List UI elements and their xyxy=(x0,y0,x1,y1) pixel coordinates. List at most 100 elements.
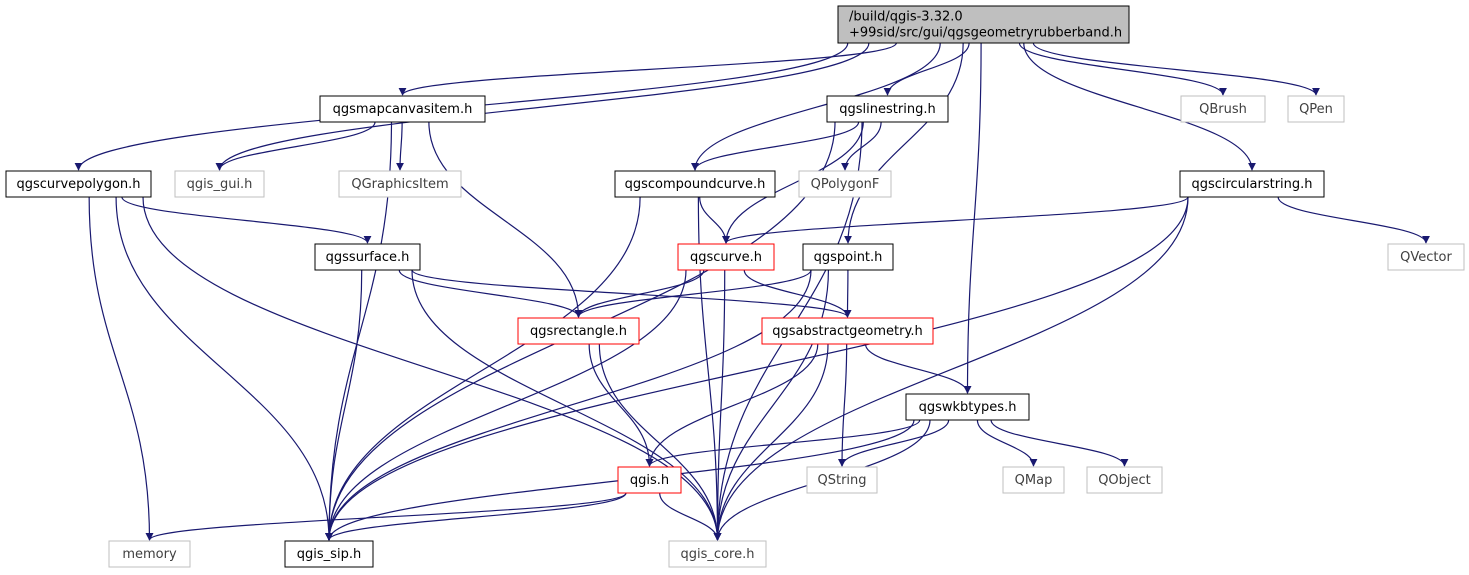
node-qstring: QString xyxy=(806,466,878,494)
edge-qgspoint-to-qgis_sip xyxy=(325,269,812,541)
node-layer: /build/qgis-3.32.0+99sid/src/gui/qgsgeom… xyxy=(5,5,1465,568)
node-label-qgsmapcanvasitem: qgsmapcanvasitem.h xyxy=(333,102,473,117)
edge-qgis-to-qgis_core xyxy=(659,492,722,541)
node-box-qgis_gui xyxy=(174,170,265,198)
edge-qgscurve-to-qgsrectangle xyxy=(574,269,705,318)
node-qgis_sip[interactable]: qgis_sip.h xyxy=(284,540,374,568)
node-box-qgsmapcanvasitem xyxy=(319,95,486,123)
node-qgssurface[interactable]: qgssurface.h xyxy=(314,243,421,271)
edge-qgslinestring-to-qpolygonf xyxy=(841,121,882,171)
edge-root-to-qgscompoundcurve xyxy=(691,42,941,171)
node-qgis_core: qgis_core.h xyxy=(668,540,767,568)
edge-qgspoint-to-qgis_core xyxy=(713,269,830,541)
edge-qgscurve-to-qgis_core xyxy=(713,269,726,541)
node-box-qgspoint xyxy=(802,243,894,271)
node-box-qgraphicsitem xyxy=(338,170,462,198)
node-box-qgscircularstring xyxy=(1179,170,1325,198)
node-root[interactable]: /build/qgis-3.32.0+99sid/src/gui/qgsgeom… xyxy=(837,5,1130,44)
node-qpen: QPen xyxy=(1287,95,1345,123)
node-box-qobject xyxy=(1086,466,1163,494)
edge-qgsrectangle-to-qgis_core xyxy=(598,343,722,541)
edge-qgsabstractgeometry-to-qgis_core xyxy=(713,343,829,541)
node-label-qgsrectangle: qgsrectangle.h xyxy=(530,324,627,339)
edge-qgscurvepolygon-to-qgis_sip xyxy=(115,196,333,541)
node-box-memory xyxy=(108,540,191,568)
node-box-qgscompoundcurve xyxy=(614,170,776,198)
node-qgis[interactable]: qgis.h xyxy=(617,466,682,494)
edge-root-to-qgswkbtypes xyxy=(963,42,982,394)
edge-qgscurvepolygon-to-memory xyxy=(88,196,154,541)
node-qgslinestring[interactable]: qgslinestring.h xyxy=(826,95,949,123)
node-qgscurvepolygon[interactable]: qgscurvepolygon.h xyxy=(5,170,152,198)
node-label-qgscurve: qgscurve.h xyxy=(690,250,762,265)
edge-root-to-qgscircularstring xyxy=(1023,42,1256,171)
edge-qgscurvepolygon-to-qgssurface xyxy=(121,196,372,244)
edge-qgswkbtypes-to-qstring xyxy=(838,419,950,467)
node-box-qstring xyxy=(806,466,878,494)
edge-qgscompoundcurve-to-qgis_sip xyxy=(325,196,641,541)
node-label-qgscircularstring: qgscircularstring.h xyxy=(1191,177,1312,192)
edge-qgswkbtypes-to-qobject xyxy=(990,419,1129,467)
edge-qgscircularstring-to-qgis_core xyxy=(713,196,1189,541)
node-label-qgspoint: qgspoint.h xyxy=(814,250,883,265)
node-box-root xyxy=(837,5,1130,44)
node-box-qgsrectangle xyxy=(517,317,640,345)
edge-qgis-to-qgis_sip xyxy=(325,492,627,541)
node-box-qgsabstractgeometry xyxy=(761,317,934,345)
node-qgscurve[interactable]: qgscurve.h xyxy=(677,243,775,271)
edge-qgsrectangle-to-qgis xyxy=(588,343,654,467)
node-label-qgscompoundcurve: qgscompoundcurve.h xyxy=(625,177,766,192)
node-box-qgis xyxy=(617,466,682,494)
node-box-qgscurve xyxy=(677,243,775,271)
edge-qgis-to-memory xyxy=(145,492,627,541)
edge-root-to-qbrush xyxy=(1018,42,1227,96)
node-box-qgswkbtypes xyxy=(905,393,1030,421)
edge-root-to-qgsmapcanvasitem xyxy=(398,42,897,96)
node-qgspoint[interactable]: qgspoint.h xyxy=(802,243,894,271)
node-box-qbrush xyxy=(1180,95,1266,123)
edge-qgsmapcanvasitem-to-qgsrectangle xyxy=(428,121,583,318)
node-box-qmap xyxy=(1002,466,1065,494)
node-qmap: QMap xyxy=(1002,466,1065,494)
node-label-qpolygonf: QPolygonF xyxy=(811,177,880,192)
node-label-qstring: QString xyxy=(817,473,866,488)
node-qgsrectangle[interactable]: qgsrectangle.h xyxy=(517,317,640,345)
node-qgraphicsitem: QGraphicsItem xyxy=(338,170,462,198)
node-label-qgsabstractgeometry: qgsabstractgeometry.h xyxy=(772,324,922,339)
edge-qgscircularstring-to-qgis_sip xyxy=(325,196,1189,541)
node-qbrush: QBrush xyxy=(1180,95,1266,123)
edge-qgsabstractgeometry-to-qstring xyxy=(838,343,848,467)
node-box-qgssurface xyxy=(314,243,421,271)
edge-qgscircularstring-to-qgscurve xyxy=(722,196,1189,244)
node-qgscircularstring[interactable]: qgscircularstring.h xyxy=(1179,170,1325,198)
node-qgswkbtypes[interactable]: qgswkbtypes.h xyxy=(905,393,1030,421)
node-label-qgis_sip: qgis_sip.h xyxy=(297,547,361,562)
edge-qgssurface-to-qgsrectangle xyxy=(398,269,583,318)
node-label-qobject: QObject xyxy=(1098,473,1151,488)
node-qpolygonf: QPolygonF xyxy=(798,170,892,198)
edge-qgsmapcanvasitem-to-qgraphicsitem xyxy=(396,121,405,171)
node-box-qgis_core xyxy=(668,540,767,568)
edge-qgswkbtypes-to-qmap xyxy=(976,419,1038,467)
node-label-qgswkbtypes: qgswkbtypes.h xyxy=(919,400,1017,415)
edge-root-to-qgslinestring xyxy=(883,42,970,96)
node-qgsabstractgeometry[interactable]: qgsabstractgeometry.h xyxy=(761,317,934,345)
node-qgis_gui: qgis_gui.h xyxy=(174,170,265,198)
node-box-qgslinestring xyxy=(826,95,949,123)
edge-qgscurve-to-qgis_sip xyxy=(325,269,687,541)
node-label-qgslinestring: qgslinestring.h xyxy=(839,102,935,117)
edge-qgsabstractgeometry-to-qgis xyxy=(645,343,819,467)
node-box-qgscurvepolygon xyxy=(5,170,152,198)
node-qgsmapcanvasitem[interactable]: qgsmapcanvasitem.h xyxy=(319,95,486,123)
node-label-qbrush: QBrush xyxy=(1199,102,1247,117)
edge-qgsabstractgeometry-to-qgswkbtypes xyxy=(864,343,972,394)
node-box-qpen xyxy=(1287,95,1345,123)
node-box-qgis_sip xyxy=(284,540,374,568)
edge-root-to-qpen xyxy=(1032,42,1320,96)
node-qgscompoundcurve[interactable]: qgscompoundcurve.h xyxy=(614,170,776,198)
edge-qgslinestring-to-qgscompoundcurve xyxy=(691,121,860,171)
node-label-qgraphicsitem: QGraphicsItem xyxy=(351,177,448,192)
node-label-root: +99sid/src/gui/qgsgeometryrubberband.h xyxy=(849,26,1122,41)
edge-qgsmapcanvasitem-to-qgis_gui xyxy=(215,121,376,171)
node-label-qgis: qgis.h xyxy=(630,473,669,488)
